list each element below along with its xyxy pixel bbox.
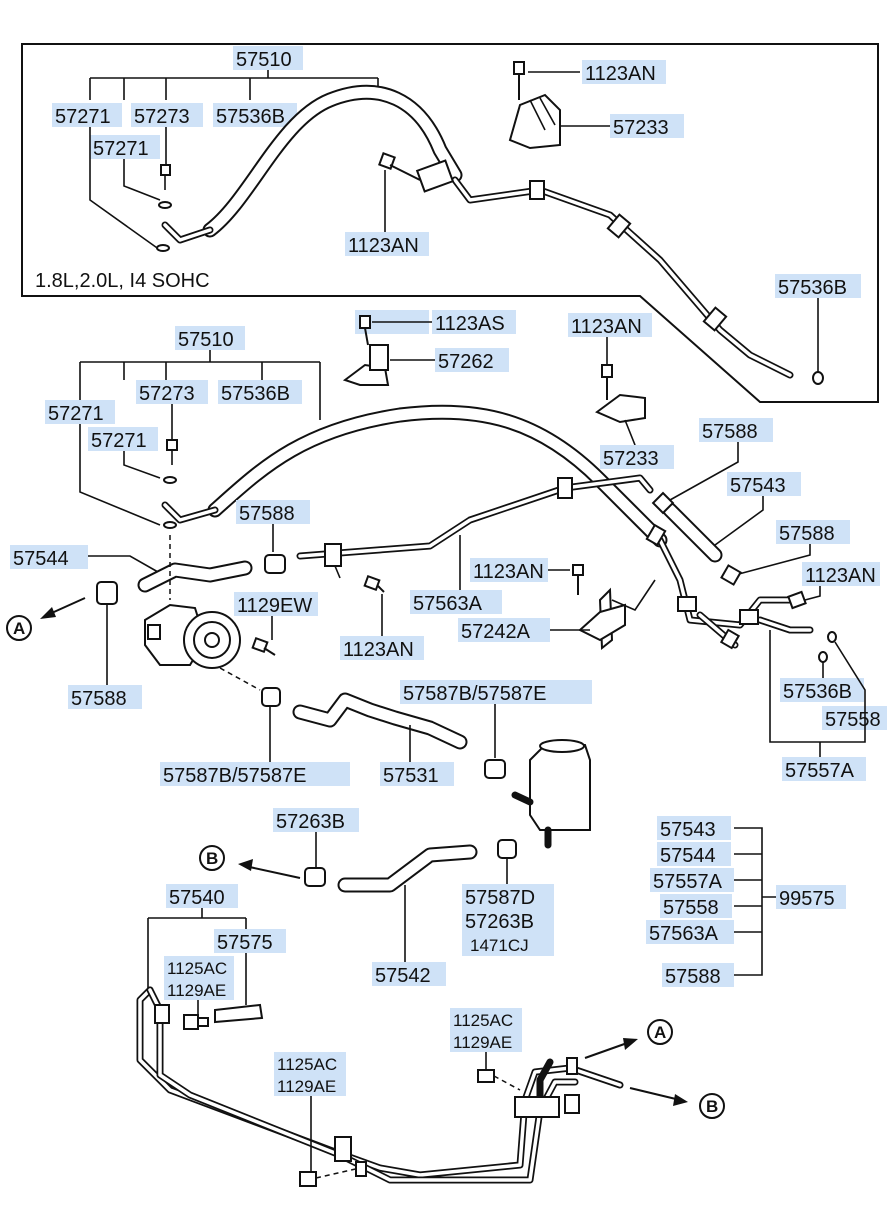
hose-57543 xyxy=(651,491,723,563)
hose-57544 xyxy=(137,560,253,593)
power-steering-pump xyxy=(144,535,261,691)
bolt-1129EW xyxy=(251,636,276,656)
bolt-57273-mid xyxy=(163,439,178,529)
label-57544-mid: 57544 xyxy=(13,548,69,570)
label-57542: 57542 xyxy=(375,965,431,987)
label-57575: 57575 xyxy=(217,932,273,954)
pressure-hose-top xyxy=(161,84,824,385)
bracket-57233-mid xyxy=(595,364,646,424)
label-57510-mid: 57510 xyxy=(178,329,234,351)
label-57587BE-b: 57587B/57587E xyxy=(403,683,546,705)
cooler-pipe-57540 xyxy=(136,986,624,1184)
clamp-57588-c xyxy=(264,554,286,574)
bolt-1123AS xyxy=(359,315,371,346)
label-57262: 57262 xyxy=(438,351,494,373)
label-1123AN-top-b: 1123AN xyxy=(348,235,419,257)
label-1129AE-c: 1129AE xyxy=(277,1077,336,1096)
label-57271-b-mid: 57271 xyxy=(91,430,147,452)
clamp-57588-d xyxy=(96,581,118,605)
return-pipe-57563A xyxy=(296,474,654,579)
label-57536B-top: 57536B xyxy=(216,106,285,128)
label-57558-mid: 57558 xyxy=(825,709,881,731)
callout-a-left: A xyxy=(6,615,32,641)
callout-b-left: B xyxy=(199,845,225,871)
kit-list-99575: 57543 57544 57557A 57558 57563A 57588 99… xyxy=(646,816,846,988)
svg-text:57544: 57544 xyxy=(660,845,716,867)
clamp-57587-a xyxy=(261,687,281,707)
clamp-57587-b xyxy=(484,759,506,779)
label-1123AS: 1123AS xyxy=(435,313,505,335)
bolt-57273-top xyxy=(156,164,172,252)
label-1123AN-mid-c: 1123AN xyxy=(473,561,544,583)
svg-text:57588: 57588 xyxy=(665,966,721,988)
label-57536B-right-top: 57536B xyxy=(778,277,847,299)
reservoir xyxy=(511,739,591,849)
label-1471CJ: 1471CJ xyxy=(470,936,529,955)
label-1123AN-mid-b: 1123AN xyxy=(805,565,876,587)
bolt-return-right xyxy=(719,628,741,650)
label-57588-c: 57588 xyxy=(239,503,295,525)
label-57540: 57540 xyxy=(169,887,225,909)
label-57233-top: 57233 xyxy=(613,117,669,139)
label-57273-mid: 57273 xyxy=(139,383,195,405)
bolt-1125AC-c xyxy=(299,1161,367,1187)
clamp-57587D xyxy=(497,839,517,859)
label-57536B-mid-r: 57536B xyxy=(783,681,852,703)
svg-text:57563A: 57563A xyxy=(649,923,719,945)
label-1123AN-top-a: 1123AN xyxy=(585,63,656,85)
label-57588-a: 57588 xyxy=(702,421,758,443)
callout-57510-top: 57510 xyxy=(89,46,379,100)
hose-57542 xyxy=(337,844,478,893)
label-57588-b: 57588 xyxy=(779,523,835,545)
callout-b-right: B xyxy=(699,1093,725,1119)
label-57263B-a: 57263B xyxy=(276,811,345,833)
label-57271-b-top: 57271 xyxy=(93,138,149,160)
bolt-1125AC-b xyxy=(477,1069,521,1091)
label-57271-a-mid: 57271 xyxy=(48,403,104,425)
callout-a-right: A xyxy=(647,1019,673,1045)
label-57543-mid: 57543 xyxy=(730,475,786,497)
label-57242A: 57242A xyxy=(461,621,531,643)
label-57588-d: 57588 xyxy=(71,688,127,710)
label-1129AE-a: 1129AE xyxy=(167,981,226,1000)
label-57536B-mid: 57536B xyxy=(221,383,290,405)
label-57271-a-top: 57271 xyxy=(55,106,111,128)
label-57263B-b: 57263B xyxy=(465,911,534,933)
hose-57531 xyxy=(292,692,468,750)
engine-note: 1.8L,2.0L, I4 SOHC xyxy=(35,270,210,292)
bracket-57233-top xyxy=(508,61,561,150)
label-1125AC-b: 1125AC xyxy=(453,1011,513,1030)
label-57587BE-a: 57587B/57587E xyxy=(163,765,306,787)
inset-frame xyxy=(21,43,879,403)
label-1125AC-c: 1125AC xyxy=(277,1055,337,1074)
label-1125AC-a: 1125AC xyxy=(167,959,227,978)
label-57557A-mid: 57557A xyxy=(785,760,855,782)
svg-text:A: A xyxy=(654,1023,666,1042)
label-1123AN-mid-a: 1123AN xyxy=(571,316,642,338)
label-57531: 57531 xyxy=(383,765,439,787)
label-57233-mid: 57233 xyxy=(603,448,659,470)
bolt-1125AC-a xyxy=(183,1014,209,1030)
svg-text:B: B xyxy=(206,849,218,868)
svg-text:57543: 57543 xyxy=(660,819,716,841)
svg-text:99575: 99575 xyxy=(779,888,835,910)
svg-text:57510: 57510 xyxy=(236,49,292,71)
svg-text:B: B xyxy=(706,1097,718,1116)
label-1123AN-mid-d: 1123AN xyxy=(343,639,414,661)
label-57273-top: 57273 xyxy=(134,106,190,128)
label-57563A-mid: 57563A xyxy=(413,593,483,615)
svg-text:57557A: 57557A xyxy=(653,871,723,893)
clamp-57263B xyxy=(304,867,326,887)
bolt-1123AN-top-a xyxy=(378,152,421,181)
svg-text:57558: 57558 xyxy=(663,897,719,919)
label-57587D: 57587D xyxy=(465,887,535,909)
bolt-1123AN-mid-d xyxy=(363,574,385,593)
clamp-57262 xyxy=(342,344,390,386)
label-1129AE-b: 1129AE xyxy=(453,1033,512,1052)
bracket-57242A xyxy=(572,564,656,651)
svg-text:A: A xyxy=(13,619,25,638)
label-1129EW: 1129EW xyxy=(237,595,312,617)
